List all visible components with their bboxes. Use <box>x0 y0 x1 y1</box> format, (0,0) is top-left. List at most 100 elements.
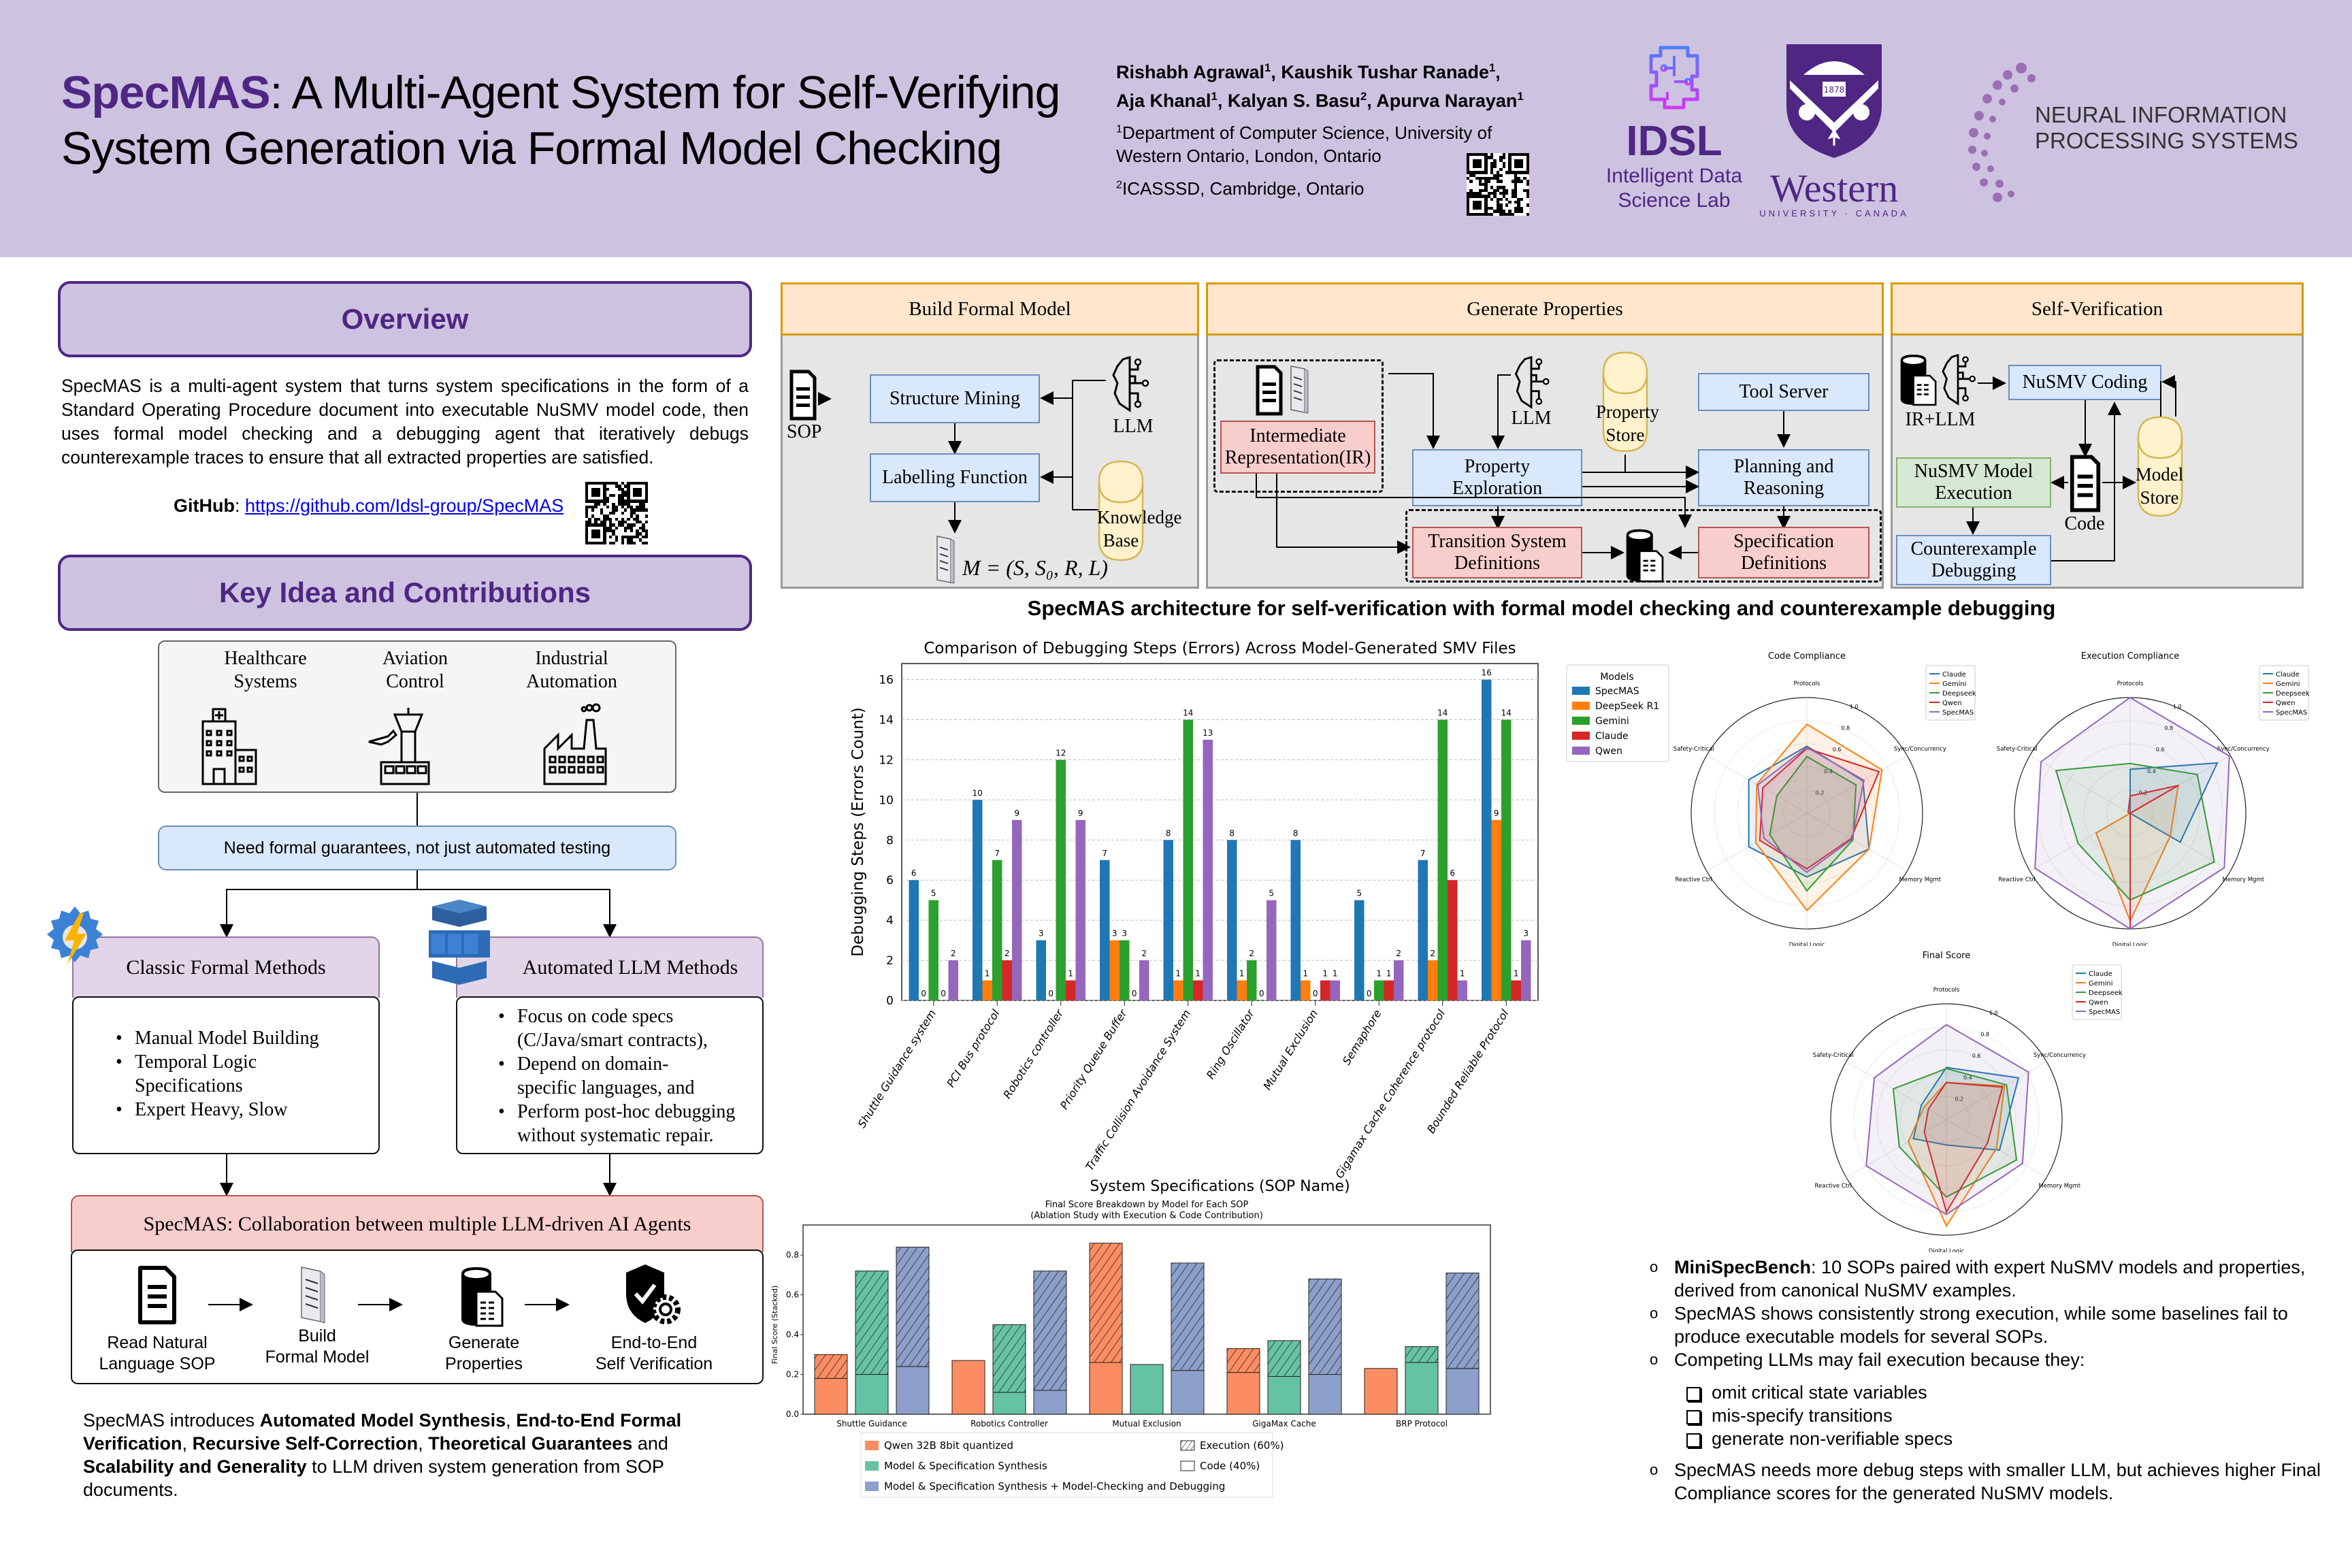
idsl-logo: IDSL Intelligent Data Science Lab <box>1599 41 1749 225</box>
radar-legend-frame <box>2072 964 2122 1020</box>
connector <box>1582 552 1613 553</box>
bar-qwen <box>1457 980 1467 1000</box>
radar-spoke <box>1806 813 1908 872</box>
classic-item: Temporal Logic Specifications <box>113 1050 276 1098</box>
github-link[interactable]: https://github.com/Idsl-group/SpecMAS <box>245 495 564 516</box>
bar-value-label: 3 <box>1122 929 1127 938</box>
bar-specmas <box>1354 900 1365 1000</box>
stack-code-segment <box>1364 1368 1398 1415</box>
legend-label: Qwen <box>1595 746 1622 757</box>
bar-value-label: 1 <box>1195 969 1200 979</box>
stack-execution-segment <box>992 1324 1026 1393</box>
bar-value-label: 7 <box>1102 849 1107 858</box>
arrow <box>358 1304 392 1305</box>
arrow-down <box>603 924 617 938</box>
hospital-icon <box>201 708 257 785</box>
legend-label: Gemini <box>1595 716 1629 727</box>
arrow-right <box>240 1298 253 1311</box>
arrow-right <box>1397 540 1411 554</box>
radar-spoke <box>1706 813 1808 872</box>
radar-spoke <box>1946 1061 2047 1120</box>
bar-qwen <box>1203 739 1213 1000</box>
arrow <box>525 1304 559 1305</box>
radar-axis-label: Reactive Ctrl <box>1815 1183 1852 1190</box>
architecture-caption: SpecMAS architecture for self-verificati… <box>1027 596 2056 620</box>
stack-execution-segment <box>1089 1243 1123 1363</box>
panel-header: Self-Verification <box>1891 282 2304 336</box>
stack-execution-segment <box>1171 1262 1205 1371</box>
radar-series-deepseek <box>1892 1068 2018 1198</box>
bar-value-label: 14 <box>1183 708 1193 718</box>
y-tick-label: 0.2 <box>786 1370 799 1379</box>
bar-value-label: 1 <box>1175 969 1181 979</box>
llm-methods-title: Automated LLM Methods <box>522 956 738 979</box>
arrow-right <box>1993 376 2006 390</box>
radar-series-claude <box>1912 1066 2020 1152</box>
legend-label: Code (40%) <box>1200 1460 1260 1472</box>
connector <box>1497 374 1511 376</box>
x-tick-label: GigaMax Cache <box>1252 1419 1316 1428</box>
connector <box>226 889 227 930</box>
x-tick-label: Semaphore <box>1340 1007 1384 1067</box>
key-idea-heading: Key Idea and Contributions <box>58 555 752 631</box>
github-qr-code[interactable] <box>585 482 648 544</box>
classic-item: Expert Heavy, Slow <box>113 1098 365 1122</box>
radar-series-claude <box>1748 745 1870 878</box>
legend-frame <box>860 1432 1273 1498</box>
result-sub-bullet: omit critical state variables <box>1640 1381 2341 1404</box>
connector <box>1256 474 1257 497</box>
tool-server-box: Tool Server <box>1698 373 1869 411</box>
bar-specmas <box>1227 840 1237 1000</box>
plot-frame <box>901 663 1539 1001</box>
radar-legend-label: Gemini <box>1942 681 1967 688</box>
llm-item: Focus on code specs (C/Java/smart contra… <box>495 1004 713 1052</box>
arrow-down <box>1777 516 1791 529</box>
legend-frame <box>1566 664 1669 762</box>
bar-value-label: 1 <box>1322 969 1328 979</box>
arrow-down <box>1777 434 1791 448</box>
stack-execution-segment <box>896 1247 930 1367</box>
bar-specmas <box>909 880 919 1000</box>
radar-axis-label: Sync/Concurrency <box>2034 1052 2086 1059</box>
radar-legend-label: Qwen <box>2276 700 2296 707</box>
bar-specmas <box>1100 860 1110 1000</box>
legend-label: Claude <box>1595 731 1629 742</box>
bar-specmas <box>1290 840 1301 1000</box>
bar-value-label: 7 <box>1420 849 1426 858</box>
radar-tick-label: 0.6 <box>1972 1053 1981 1059</box>
author: Rishabh Agrawal <box>1116 62 1265 82</box>
western-subtitle: UNIVERSITY · CANADA <box>1759 208 1909 218</box>
radar-axis-label: Memory Mgmt <box>1899 877 1941 883</box>
qr-code[interactable] <box>1467 153 1529 216</box>
result-sub-bullet: generate non-verifiable specs <box>1640 1427 2341 1450</box>
radar-legend-label: Claude <box>2276 671 2300 679</box>
llm-methods-box: Focus on code specs (C/Java/smart contra… <box>456 996 764 1154</box>
bar-qwen <box>1521 940 1531 1000</box>
connector <box>1072 509 1100 510</box>
bar-gemini <box>1437 719 1448 1000</box>
radar-ring <box>2083 766 2177 860</box>
database-document-icon <box>1626 529 1664 583</box>
neurips-line-1: NEURAL INFORMATION <box>2035 102 2287 127</box>
stacked-cubes-icon <box>429 900 490 985</box>
bar-specmas <box>1418 860 1428 1000</box>
connector <box>2102 482 2124 483</box>
x-tick-label: Shuttle Guidance system <box>855 1007 939 1130</box>
bar-deepseek-r1 <box>1173 980 1183 1000</box>
bar-qwen <box>1075 819 1085 1000</box>
radar-spoke <box>1846 1061 1947 1120</box>
bar-qwen <box>1330 980 1340 1000</box>
legend-label: SpecMAS <box>1595 686 1639 697</box>
llm-brain-icon <box>1112 356 1149 412</box>
bar-value-label: 1 <box>1514 969 1519 979</box>
radar-series-specmas <box>2034 696 2230 930</box>
connector <box>1978 382 1995 384</box>
author-affiliation-mark: 1 <box>1517 90 1524 103</box>
y-axis-label: Final Score (Stacked) <box>770 1286 779 1365</box>
radar-series-qwen <box>2127 785 2179 929</box>
bar-deepseek-r1 <box>1428 960 1438 1000</box>
radar-tick-label: 0.8 <box>2164 725 2173 732</box>
